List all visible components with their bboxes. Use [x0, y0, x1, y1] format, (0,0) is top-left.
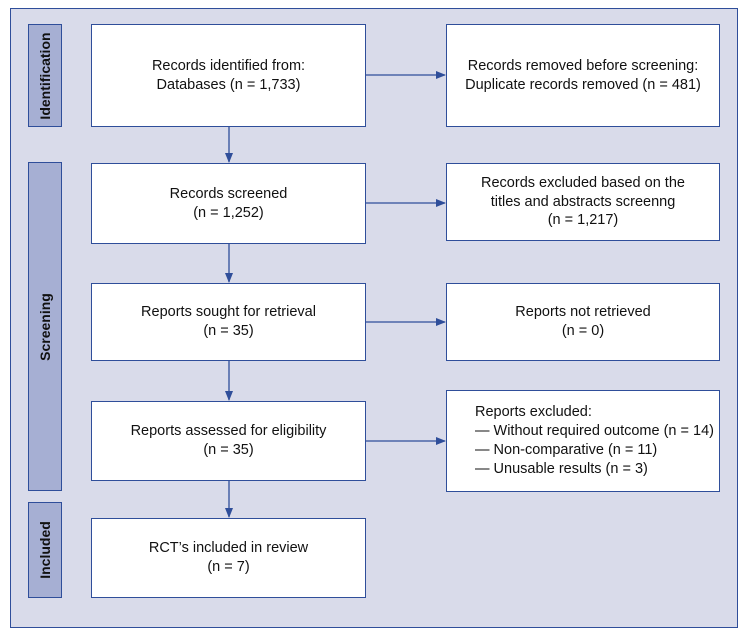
box-text-line: RCT’s included in review [148, 540, 309, 557]
phase-screening: Screening [28, 162, 62, 491]
box-records-excluded: Records excluded based on the titles and… [446, 163, 720, 241]
box-text-line: Reports sought for retrieval [141, 304, 316, 321]
box-text-line: — Without required outcome (n = 14) [475, 423, 714, 440]
box-included: RCT’s included in review (n = 7) [91, 518, 366, 598]
box-reports-sought: Reports sought for retrieval (n = 35) [91, 283, 366, 361]
box-records-identified: Records identified from: Databases (n = … [91, 24, 366, 127]
box-text-line: Reports assessed for eligibility [130, 423, 327, 440]
box-text-line: (n = 7) [207, 559, 250, 575]
box-records-removed: Records removed before screening: Duplic… [446, 24, 720, 127]
box-text-line: (n = 35) [203, 442, 254, 458]
box-reports-excluded: Reports excluded: — Without required out… [446, 390, 720, 492]
box-text-line: Records identified from: [151, 57, 306, 74]
box-reports-assessed: Reports assessed for eligibility (n = 35… [91, 401, 366, 481]
box-text-line: Records removed before screening: [467, 57, 699, 74]
box-text-line: Reports not retrieved [515, 304, 651, 321]
box-reports-not-retrieved: Reports not retrieved (n = 0) [446, 283, 720, 361]
phase-included: Included [28, 502, 62, 598]
box-text-line: — Unusable results (n = 3) [475, 460, 648, 477]
box-text-line: Reports excluded: [475, 404, 592, 421]
box-text-line: (n = 35) [203, 323, 254, 339]
phase-identification: Identification [28, 24, 62, 127]
box-text-line: (n = 1,217) [547, 212, 619, 229]
box-text-line: (n = 0) [561, 323, 605, 339]
box-text-line: Records excluded based on the [481, 174, 685, 191]
box-text-line: (n = 1,252) [193, 204, 264, 221]
box-text-line: Duplicate records removed (n = 481) [465, 76, 701, 93]
box-text-line: titles and abstracts screenng [490, 193, 676, 210]
box-text-line: — Non-comparative (n = 11) [475, 442, 658, 458]
box-text-line: Databases (n = 1,733) [156, 76, 301, 93]
box-records-screened: Records screened (n = 1,252) [91, 163, 366, 244]
box-text-line: Records screened [169, 185, 288, 202]
